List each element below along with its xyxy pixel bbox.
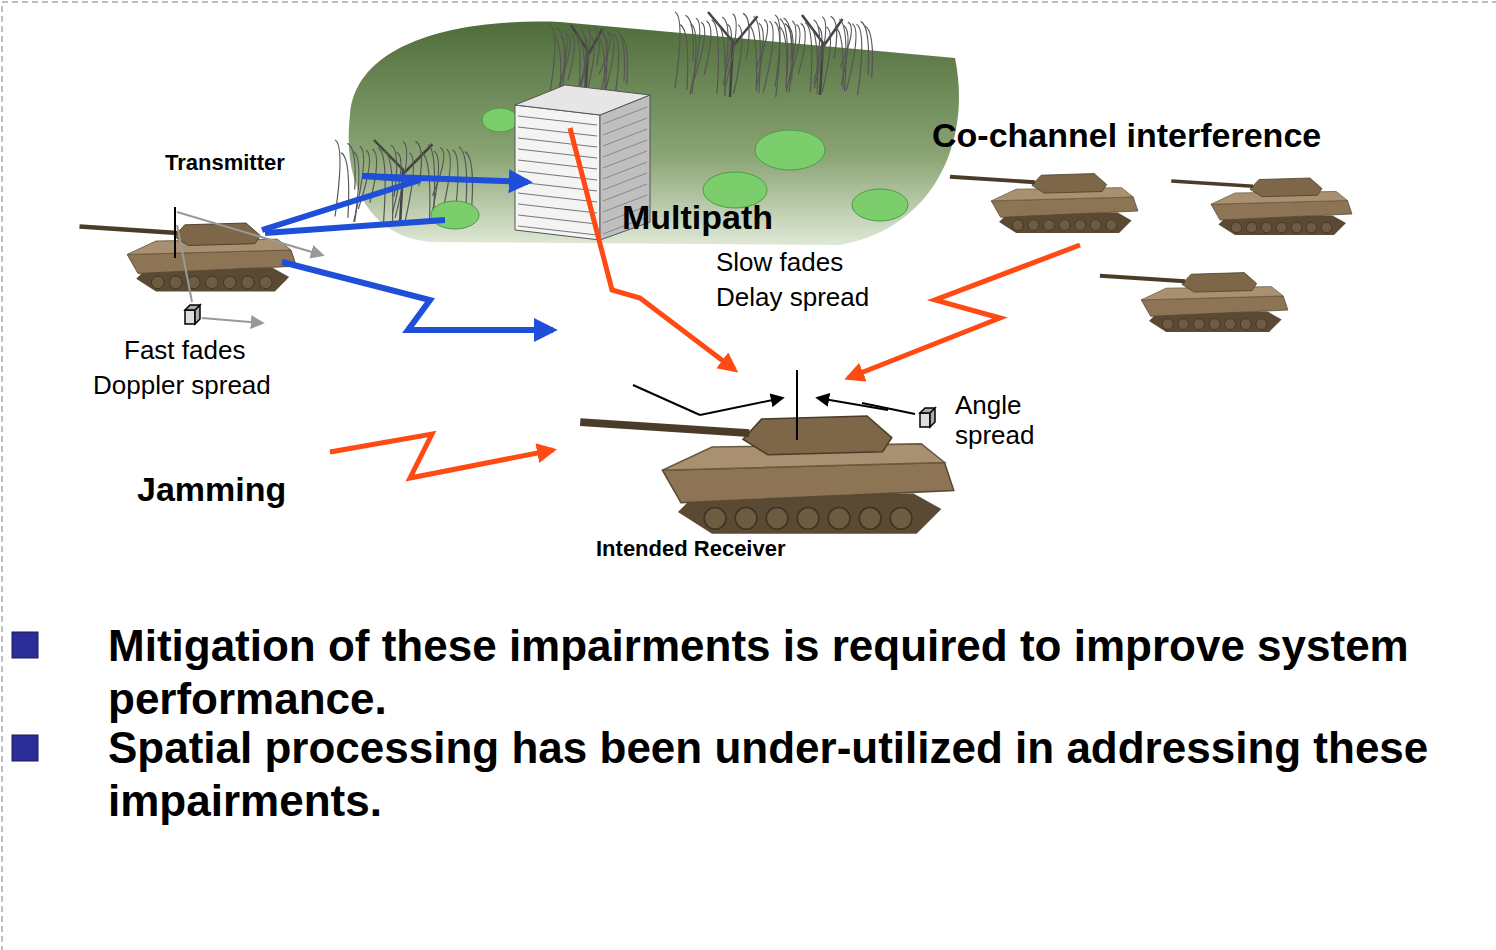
antenna bbox=[796, 370, 798, 440]
impairment-label: Multipath bbox=[622, 198, 773, 237]
arrival-direction bbox=[862, 403, 915, 414]
effect-label: Slow fades bbox=[716, 248, 843, 278]
effect-label: Angle spread bbox=[955, 391, 1055, 451]
antenna bbox=[633, 385, 700, 415]
willow-tree bbox=[775, 15, 873, 95]
bush bbox=[755, 130, 825, 170]
willow-tree bbox=[675, 12, 793, 97]
effect-label: Delay spread bbox=[716, 283, 869, 313]
tank bbox=[950, 174, 1138, 233]
effect-label: Doppler spread bbox=[93, 371, 271, 401]
bullet-marker bbox=[12, 735, 38, 761]
landscape bbox=[349, 22, 959, 245]
bullet-text: Mitigation of these impairments is requi… bbox=[52, 620, 1488, 726]
signal-path bbox=[265, 220, 445, 233]
impairment-label: Co-channel interference bbox=[932, 116, 1321, 155]
fading-direction bbox=[202, 318, 262, 323]
antenna-element bbox=[185, 305, 200, 324]
impairment-label: Jamming bbox=[137, 470, 286, 509]
bush bbox=[482, 108, 518, 132]
jamming-signal bbox=[330, 434, 553, 478]
arrival-direction bbox=[700, 398, 782, 415]
signal-path bbox=[282, 262, 553, 330]
transmitter-label: Transmitter bbox=[165, 150, 285, 175]
bush bbox=[852, 189, 908, 221]
bullet-marker bbox=[12, 632, 38, 658]
arrival-direction bbox=[818, 398, 888, 410]
tank bbox=[1171, 178, 1352, 235]
antenna-element bbox=[920, 408, 935, 427]
tank bbox=[580, 416, 954, 534]
antenna bbox=[174, 207, 176, 258]
bush bbox=[431, 201, 479, 229]
fading-direction bbox=[177, 225, 192, 302]
bullet-text: Spatial processing has been under-utiliz… bbox=[52, 722, 1488, 828]
receiver-label: Intended Receiver bbox=[596, 536, 786, 561]
effect-label: Fast fades bbox=[124, 336, 245, 366]
interference-signal bbox=[848, 245, 1080, 378]
tank bbox=[1100, 273, 1288, 332]
multipath-signal bbox=[570, 128, 735, 370]
